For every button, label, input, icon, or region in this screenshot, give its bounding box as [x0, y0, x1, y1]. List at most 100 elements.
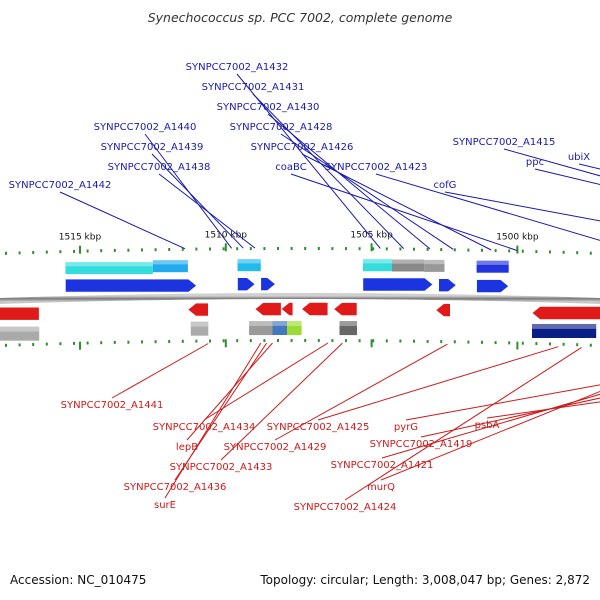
bottom-gene-label: pyrG — [394, 422, 418, 433]
minor-tick-bottom — [5, 343, 7, 347]
genome-summary: Topology: circular; Length: 3,008,047 bp… — [260, 573, 590, 587]
minor-tick-top — [576, 251, 579, 255]
minor-tick-bottom — [195, 339, 198, 343]
minor-tick-bottom — [154, 340, 157, 344]
feature-box-bottom-highlight — [249, 321, 276, 326]
top-gene-label: ubiX — [568, 152, 590, 163]
minor-tick-top — [453, 248, 456, 252]
minor-tick-top — [18, 251, 21, 255]
major-tick-bottom — [370, 339, 373, 348]
minor-tick-top — [372, 247, 375, 251]
top-leader-line — [252, 93, 405, 249]
top-gene-label: SYNPCC7002_A1439 — [101, 142, 204, 153]
feature-box-bottom — [0, 326, 40, 341]
top-gene-label: SYNPCC7002_A1431 — [202, 82, 305, 93]
minor-tick-top — [141, 248, 143, 252]
minor-tick-top — [154, 248, 157, 252]
minor-tick-top — [358, 247, 361, 251]
reverse-gene-arrow — [280, 302, 294, 316]
minor-tick-top — [100, 249, 103, 253]
minor-tick-bottom — [317, 339, 320, 342]
bottom-gene-label: SYNPCC7002_A1421 — [331, 460, 434, 471]
minor-tick-bottom — [494, 341, 497, 345]
minor-tick-bottom — [236, 339, 239, 343]
top-gene-label-group: SYNPCC7002_A1428 — [230, 122, 454, 250]
accession-text: Accession: NC_010475 — [10, 573, 147, 587]
top-gene-label: SYNPCC7002_A1415 — [453, 137, 556, 148]
forward-gene-arrow — [476, 279, 510, 293]
major-tick-bottom — [516, 341, 519, 350]
bottom-gene-label: SYNPCC7002_A1425 — [267, 422, 370, 433]
minor-tick-bottom — [209, 339, 211, 343]
gene-tracks — [0, 277, 600, 321]
top-gene-label-group: SYNPCC7002_A1431 — [202, 82, 405, 249]
feature-box-top — [65, 262, 153, 275]
top-gene-label-group: SYNPCC7002_A1439 — [101, 142, 244, 249]
minor-tick-top — [209, 247, 211, 251]
major-tick-bottom — [79, 341, 81, 350]
minor-tick-top — [86, 249, 89, 253]
top-gene-label: SYNPCC7002_A1442 — [9, 180, 112, 191]
feature-box-bottom — [249, 321, 276, 336]
reverse-gene-arrow — [0, 306, 40, 321]
minor-tick-top — [45, 250, 48, 254]
minor-tick-bottom — [277, 339, 279, 342]
minor-tick-top — [413, 247, 415, 251]
bottom-gene-label-group: SYNPCC7002_A1434 — [153, 342, 329, 433]
minor-tick-bottom — [45, 342, 48, 346]
minor-tick-bottom — [576, 343, 579, 347]
minor-tick-top — [290, 247, 293, 250]
bottom-gene-label-group: SYNPCC7002_A1441 — [61, 343, 209, 411]
minor-tick-top — [277, 247, 279, 250]
minor-tick-bottom — [86, 341, 89, 345]
reverse-gene-arrow — [333, 302, 358, 316]
top-gene-label-group: ubiX — [568, 152, 600, 170]
forward-gene-arrow — [237, 277, 256, 292]
top-gene-label-group: SYNPCC7002_A1442 — [9, 180, 186, 250]
scale-tick-label: 1505 kbp — [350, 230, 393, 240]
reverse-gene-arrow — [301, 302, 329, 316]
minor-tick-bottom — [73, 341, 75, 345]
top-leader-line — [534, 168, 600, 186]
minor-tick-bottom — [589, 343, 592, 347]
top-gene-label-group: SYNPCC7002_A1423 — [325, 162, 600, 241]
scale-tick-label: 1515 kbp — [59, 233, 102, 243]
feature-box-top-highlight — [476, 260, 509, 265]
bottom-gene-label-group: SYNPCC7002_A1424 — [294, 346, 582, 513]
feature-box-bottom — [272, 321, 288, 335]
major-tick-top — [224, 243, 227, 252]
minor-tick-top — [59, 250, 62, 254]
feature-box-bottom-highlight — [0, 326, 40, 332]
top-leader-line — [444, 191, 600, 222]
top-leader-line — [158, 173, 256, 249]
minor-tick-bottom — [385, 339, 388, 343]
bottom-leader-line — [420, 397, 600, 438]
bottom-gene-label: SYNPCC7002_A1433 — [170, 462, 273, 473]
top-gene-label-group: cofG — [434, 180, 600, 222]
minor-tick-bottom — [467, 340, 470, 344]
minor-tick-top — [222, 247, 225, 251]
bottom-leader-line — [274, 343, 448, 441]
top-gene-label: SYNPCC7002_A1438 — [108, 162, 211, 173]
bottom-leader-line — [220, 342, 343, 461]
minor-tick-bottom — [372, 339, 375, 343]
minor-tick-bottom — [521, 341, 524, 345]
feature-box-bottom — [287, 321, 302, 335]
feature-box-top-highlight — [237, 259, 261, 264]
minor-tick-bottom — [113, 340, 116, 344]
minor-tick-top — [521, 249, 524, 253]
minor-tick-bottom — [413, 339, 415, 343]
minor-tick-bottom — [181, 339, 184, 343]
minor-tick-bottom — [127, 340, 130, 344]
minor-tick-bottom — [141, 340, 143, 344]
top-leader-line — [151, 153, 244, 249]
bottom-leader-line — [344, 346, 582, 501]
feature-box-top-highlight — [65, 262, 153, 267]
major-tick-bottom — [224, 339, 227, 348]
reverse-gene-arrow — [254, 302, 282, 316]
reverse-gene-arrow — [187, 302, 209, 317]
minor-tick-top — [426, 247, 429, 251]
top-gene-label-group: SYNPCC7002_A1430 — [217, 102, 431, 250]
minor-tick-top — [535, 250, 538, 254]
